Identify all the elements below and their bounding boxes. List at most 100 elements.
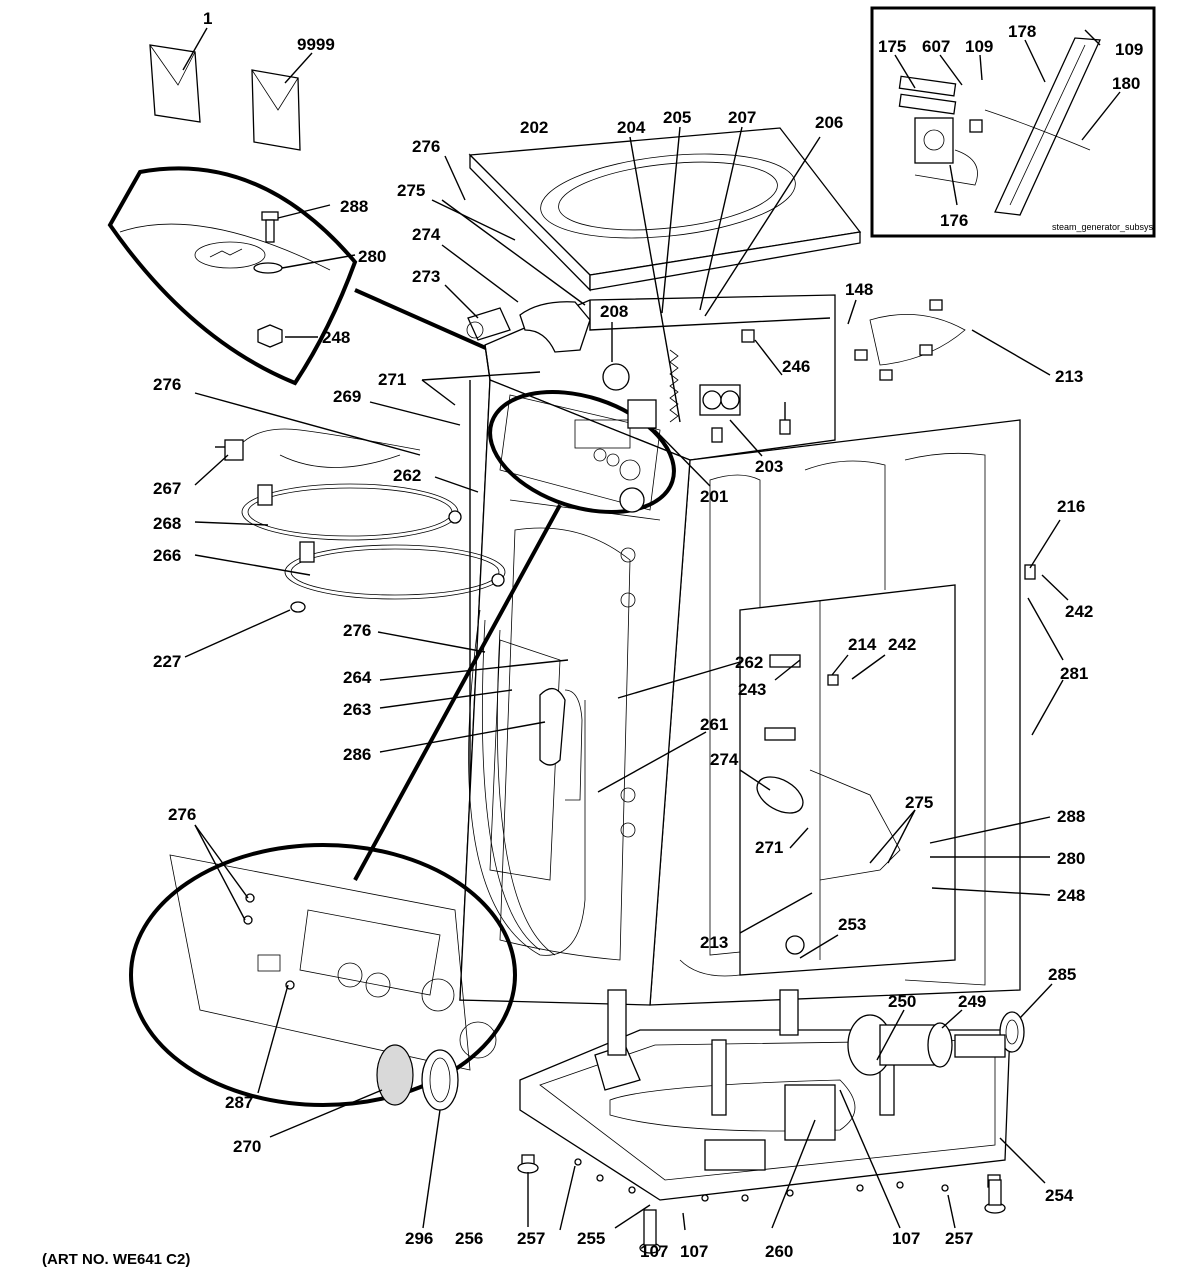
switch-243 <box>764 654 801 741</box>
drain-pump-249 <box>847 1014 953 1076</box>
label-269: 269 <box>333 387 361 406</box>
label-250: 250 <box>888 992 916 1011</box>
label-274: 274 <box>412 225 441 244</box>
label-109-b: 109 <box>1115 40 1143 59</box>
label-204: 204 <box>617 118 646 137</box>
label-276-c: 276 <box>343 621 371 640</box>
power-cord-267 <box>215 428 421 468</box>
top-panel-callout <box>107 166 541 386</box>
label-148: 148 <box>845 280 873 299</box>
label-203: 203 <box>755 457 783 476</box>
label-9999: 9999 <box>297 35 335 54</box>
inlet-hose-266 <box>284 541 506 600</box>
leader-lines <box>182 27 1121 1231</box>
label-248: 248 <box>322 328 350 347</box>
label-288: 288 <box>340 197 368 216</box>
label-213: 213 <box>1055 367 1083 386</box>
callout-connector <box>353 504 562 881</box>
label-253: 253 <box>838 915 866 934</box>
label-271: 271 <box>378 370 406 389</box>
label-107-c: 107 <box>892 1229 920 1248</box>
literature-part-9999 <box>251 69 301 151</box>
label-227: 227 <box>153 652 181 671</box>
label-276-b: 276 <box>153 375 181 394</box>
label-260: 260 <box>765 1242 793 1261</box>
door-boot-286 <box>539 688 583 801</box>
label-256: 256 <box>455 1229 483 1248</box>
label-296: 296 <box>405 1229 433 1248</box>
label-273: 273 <box>412 267 440 286</box>
label-109: 109 <box>965 37 993 56</box>
top-cover-202 <box>468 127 862 292</box>
valve-203 <box>699 384 741 416</box>
label-178: 178 <box>1008 22 1036 41</box>
bracket-273 <box>466 307 511 341</box>
label-288-b: 288 <box>1057 807 1085 826</box>
label-207: 207 <box>728 108 756 127</box>
label-257: 257 <box>517 1229 545 1248</box>
label-261: 261 <box>700 715 728 734</box>
label-214: 214 <box>848 635 877 654</box>
label-254: 254 <box>1045 1186 1074 1205</box>
screws-257 <box>574 1158 949 1202</box>
label-287: 287 <box>225 1093 253 1112</box>
steam-generator-inset: steam_generator_subsys <box>870 6 1156 238</box>
label-271-b: 271 <box>755 838 783 857</box>
label-176: 176 <box>940 211 968 230</box>
label-255: 255 <box>577 1229 605 1248</box>
label-280-b: 280 <box>1057 849 1085 868</box>
label-280: 280 <box>358 247 386 266</box>
label-107-b: 107 <box>680 1242 708 1261</box>
label-281: 281 <box>1060 664 1088 683</box>
callout-labels: 1 9999 288 280 248 276 275 274 273 202 2… <box>153 9 1143 1261</box>
cap-208 <box>602 363 630 391</box>
label-206: 206 <box>815 113 843 132</box>
label-276: 276 <box>412 137 440 156</box>
label-262: 262 <box>393 466 421 485</box>
control-panel-oval-large <box>129 843 517 1111</box>
harness-213 <box>854 299 966 381</box>
label-275-b: 275 <box>905 793 933 812</box>
label-201: 201 <box>700 487 728 506</box>
label-266: 266 <box>153 546 181 565</box>
filter-285 <box>954 1011 1025 1058</box>
label-213-b: 213 <box>700 933 728 952</box>
foot-253 <box>785 935 805 955</box>
label-262-b: 262 <box>735 653 763 672</box>
label-208: 208 <box>600 302 628 321</box>
front-cabinet <box>649 419 1021 1006</box>
label-242-b: 242 <box>888 635 916 654</box>
inlet-hose-268 <box>241 483 462 541</box>
label-270: 270 <box>233 1137 261 1156</box>
label-285: 285 <box>1048 965 1076 984</box>
inset-caption: steam_generator_subsys <box>1052 222 1154 232</box>
art-number: (ART NO. WE641 C2) <box>42 1251 190 1268</box>
washer-227 <box>290 601 306 613</box>
clip-216 <box>1024 564 1036 580</box>
label-274-b: 274 <box>710 750 739 769</box>
label-180: 180 <box>1112 74 1140 93</box>
label-248-b: 248 <box>1057 886 1085 905</box>
control-panel-oval-small <box>488 390 676 514</box>
label-607: 607 <box>922 37 950 56</box>
label-275: 275 <box>397 181 425 200</box>
nut-214 <box>827 674 839 686</box>
label-286: 286 <box>343 745 371 764</box>
label-263: 263 <box>343 700 371 719</box>
label-202: 202 <box>520 118 548 137</box>
label-1: 1 <box>203 9 212 28</box>
label-257-b: 257 <box>945 1229 973 1248</box>
label-264: 264 <box>343 668 372 687</box>
label-107-a: 107 <box>640 1242 668 1261</box>
pressure-switch-201 <box>627 399 657 429</box>
label-242: 242 <box>1065 602 1093 621</box>
label-246: 246 <box>782 357 810 376</box>
label-205: 205 <box>663 108 691 127</box>
label-268: 268 <box>153 514 181 533</box>
clips-246 <box>711 329 791 443</box>
elbow-274 <box>519 301 591 353</box>
label-175: 175 <box>878 37 906 56</box>
label-216: 216 <box>1057 497 1085 516</box>
label-249: 249 <box>958 992 986 1011</box>
label-243: 243 <box>738 680 766 699</box>
